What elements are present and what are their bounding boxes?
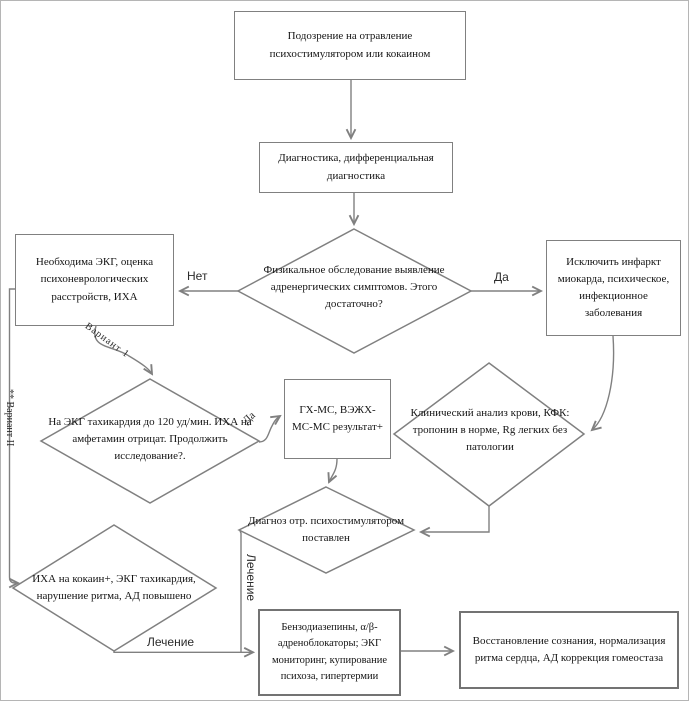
node-exclude-infarction-label: Исключить инфаркт миокарда, психическое,… — [557, 255, 670, 320]
node-ecg-needed: Необходима ЭКГ, оценка психоневрологичес… — [15, 234, 174, 326]
node-suspicion: Подозрение на отравление психостимулятор… — [234, 11, 466, 80]
node-recovery: Восстановление сознания, нормализация ри… — [459, 611, 679, 689]
edge-label-yes: Да — [494, 270, 509, 284]
node-gcms-result-label: ГХ-МС, ВЭЖХ-МС-МС результат+ — [292, 403, 383, 433]
edge-tachycardia-gcms — [258, 416, 280, 443]
edge-ecgneeded-tachycardia — [94, 325, 152, 374]
diamond-physical-exam — [236, 228, 473, 354]
node-suspicion-label: Подозрение на отравление психостимулятор… — [269, 30, 431, 60]
diamond-ecg-tachycardia — [39, 378, 261, 504]
node-diagnostics-label: Диагностика, дифференциальная диагностик… — [278, 152, 434, 182]
edge-exclude-blood — [592, 335, 615, 430]
node-diagnosis-made-label: Диагноз отр. психостимулятором поставлен — [247, 515, 405, 545]
edge-label-no: Нет — [187, 269, 208, 283]
edge-gcms-diagnosis — [329, 458, 338, 482]
node-recovery-label: Восстановление сознания, нормализация ри… — [472, 634, 666, 664]
node-physical-exam-label: Физикальное обследование выявление адрен… — [263, 264, 445, 311]
node-clinical-blood-label: Клинический анализ крови, КФК: тропонин … — [410, 407, 570, 454]
node-exclude-infarction: Исключить инфаркт миокарда, психическое,… — [546, 240, 681, 336]
edge-blood-diagnosis — [421, 506, 490, 532]
edge-cocaine-benzo — [113, 650, 253, 652]
edge-diagnosis-benzo — [239, 530, 242, 652]
node-ecg-tachycardia-label: На ЭКГ тахикардия до 120 уд/мин. ИХА на … — [48, 416, 252, 463]
node-gcms-result: ГХ-МС, ВЭЖХ-МС-МС результат+ — [284, 379, 391, 459]
node-benzodiazepines: Бензодиазепины, α/β-адреноблокаторы; ЭКГ… — [258, 609, 401, 696]
node-benzodiazepines-label: Бензодиазепины, α/β-адреноблокаторы; ЭКГ… — [271, 621, 387, 682]
edge-label-treatment-horizontal: Лечение — [147, 635, 195, 649]
node-iha-cocaine-label: ИХА на кокаин+, ЭКГ тахикардия, нарушени… — [32, 573, 196, 603]
edge-label-variant-2: ** Вариант II — [4, 389, 15, 447]
node-diagnostics: Диагностика, дифференциальная диагностик… — [259, 142, 453, 193]
diamond-diagnosis-made — [237, 486, 416, 574]
edge-label-treatment-vertical: Лечение — [244, 554, 258, 602]
node-ecg-needed-label: Необходима ЭКГ, оценка психоневрологичес… — [35, 256, 154, 303]
edge-ecgneeded-cocaine — [10, 288, 19, 583]
